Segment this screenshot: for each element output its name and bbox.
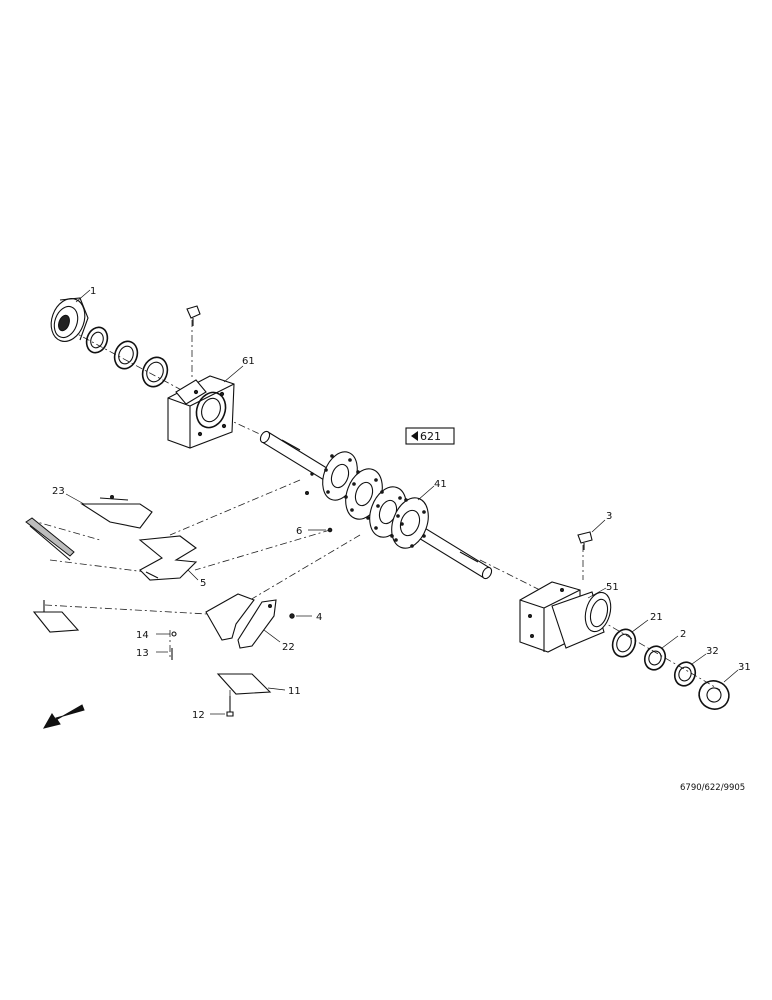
label-6: 6 bbox=[296, 526, 302, 537]
label-4: 4 bbox=[316, 612, 322, 623]
label-51: 51 bbox=[606, 582, 619, 593]
label-21: 21 bbox=[650, 612, 663, 623]
label-14: 14 bbox=[136, 630, 149, 641]
flange-bolt-holes bbox=[324, 454, 426, 548]
label-3: 3 bbox=[606, 511, 612, 522]
part-51-bearing-housing bbox=[519, 581, 612, 653]
reference-box-label: 621 bbox=[420, 430, 441, 443]
part-61-flange-plate bbox=[167, 365, 244, 449]
part-11-base-plate bbox=[216, 673, 286, 695]
grease-nipple-right bbox=[577, 519, 606, 550]
left-bearing-rings bbox=[85, 326, 169, 388]
label-5: 5 bbox=[200, 578, 206, 589]
label-1: 1 bbox=[90, 286, 96, 297]
callout-labels: 1 61 41 3 51 21 2 32 31 23 6 5 4 22 11 1… bbox=[52, 286, 751, 721]
label-32: 32 bbox=[706, 646, 719, 657]
reference-box-621: 621 bbox=[405, 427, 455, 445]
bottom-left-plate bbox=[32, 600, 80, 633]
label-23: 23 bbox=[52, 486, 65, 497]
drawing-number: 6790/622/9905 bbox=[680, 783, 745, 793]
label-41: 41 bbox=[434, 479, 447, 490]
grease-nipple-left bbox=[186, 305, 201, 326]
label-61: 61 bbox=[242, 356, 255, 367]
label-22: 22 bbox=[282, 642, 295, 653]
fasteners bbox=[156, 527, 333, 717]
label-11: 11 bbox=[288, 686, 301, 697]
part-22-support-bracket bbox=[205, 593, 281, 649]
label-12: 12 bbox=[192, 710, 205, 721]
label-31: 31 bbox=[738, 662, 751, 673]
right-bearing-rings bbox=[611, 619, 739, 710]
part-23-wiper-blades bbox=[25, 493, 153, 561]
part-41-shaft bbox=[259, 430, 493, 580]
part-5-scraper bbox=[138, 535, 199, 581]
part-1-cover bbox=[50, 297, 89, 342]
label-2: 2 bbox=[680, 629, 686, 640]
direction-arrow bbox=[42, 704, 85, 729]
label-13: 13 bbox=[136, 648, 149, 659]
